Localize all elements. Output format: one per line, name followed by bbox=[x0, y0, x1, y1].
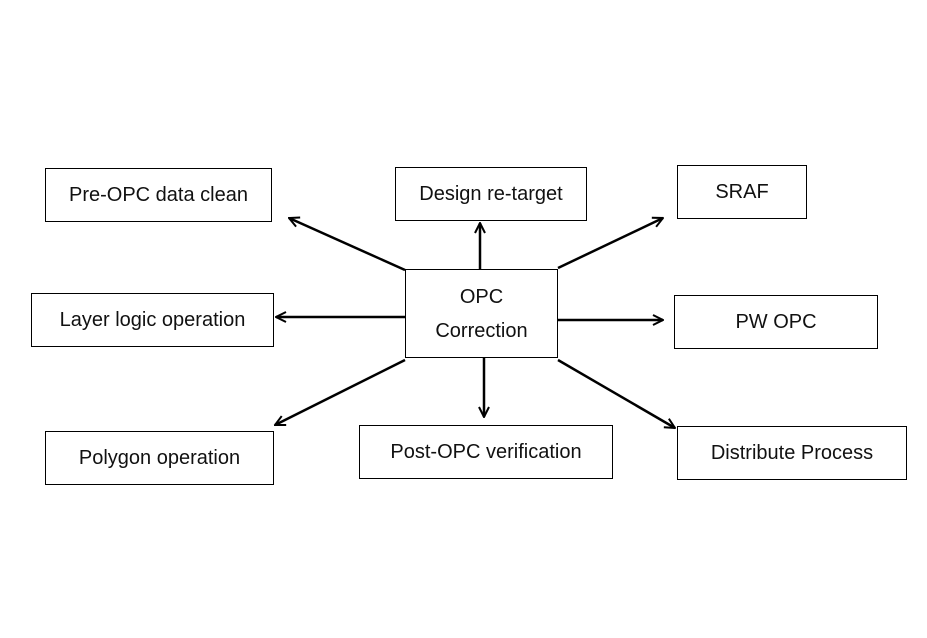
pre-opc-data-clean-box: Pre-OPC data clean bbox=[45, 168, 272, 222]
polygon-operation-box: Polygon operation bbox=[45, 431, 274, 485]
opc-correction-label-line2: Correction bbox=[435, 319, 528, 342]
layer-logic-operation-box: Layer logic operation bbox=[31, 293, 274, 347]
pw-opc-box: PW OPC bbox=[674, 295, 878, 349]
arrow-to-pre-opc bbox=[289, 218, 406, 272]
post-opc-verification-box: Post-OPC verification bbox=[359, 425, 613, 479]
sraf-box: SRAF bbox=[677, 165, 807, 219]
arrow-to-polygon bbox=[275, 358, 406, 427]
sraf-label: SRAF bbox=[715, 181, 769, 203]
pre-opc-data-clean-label: Pre-OPC data clean bbox=[69, 184, 248, 206]
distribute-process-label: Distribute Process bbox=[710, 442, 874, 464]
opc-correction-label-line1: OPC bbox=[459, 285, 504, 308]
pw-opc-label: PW OPC bbox=[735, 311, 817, 333]
opc-correction-box: OPC Correction bbox=[405, 269, 558, 358]
design-retarget-box: Design re-target bbox=[395, 167, 587, 221]
arrow-to-sraf bbox=[557, 218, 663, 270]
post-opc-verification-label: Post-OPC verification bbox=[390, 441, 582, 463]
arrow-to-distribute bbox=[557, 358, 675, 428]
layer-logic-operation-label: Layer logic operation bbox=[59, 309, 246, 331]
design-retarget-label: Design re-target bbox=[419, 183, 563, 205]
polygon-operation-label: Polygon operation bbox=[78, 447, 241, 469]
distribute-process-box: Distribute Process bbox=[677, 426, 907, 480]
